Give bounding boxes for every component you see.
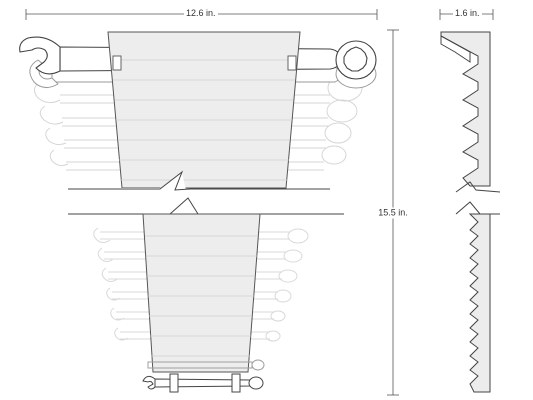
side-view xyxy=(440,31,501,393)
front-view xyxy=(19,31,377,393)
depth-dimension-label: 1.6 in. xyxy=(453,8,482,19)
wrench-rack-icon xyxy=(440,31,501,393)
wrench-bottom xyxy=(142,359,265,393)
rack-body-lower xyxy=(142,213,261,373)
height-dimension-label: 15.5 in. xyxy=(376,207,410,219)
rack-body-upper xyxy=(107,31,301,189)
width-dimension-label: 12.6 in. xyxy=(184,8,218,19)
